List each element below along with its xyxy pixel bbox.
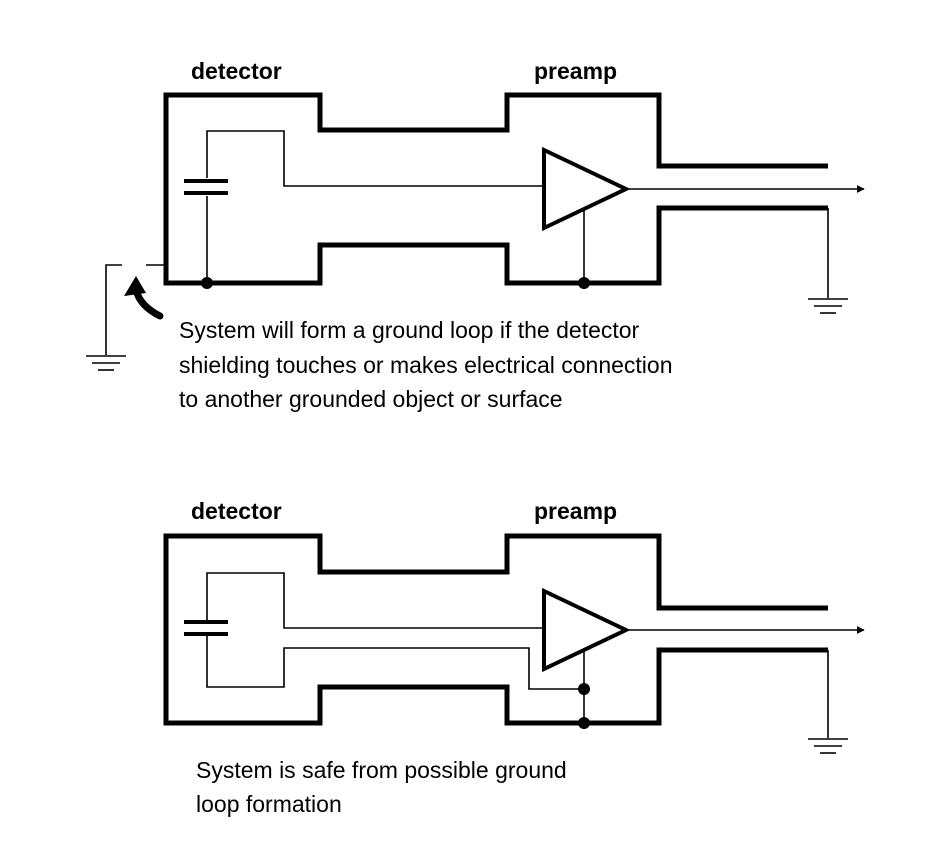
top-caption-line-1: System will form a ground loop if the de… — [179, 317, 640, 343]
top-left-ground-wire — [105, 264, 122, 355]
top-caption-line-2: shielding touches or makes electrical co… — [179, 352, 673, 378]
bottom-detector-label: detector — [191, 498, 282, 524]
top-amplifier-icon — [542, 146, 631, 232]
bottom-circuit: detector preamp System is safe from poss… — [163, 498, 865, 817]
bottom-caption-line-2: loop formation — [196, 791, 342, 817]
top-right-ground-icon — [808, 298, 848, 314]
bottom-right-ground-icon — [808, 738, 848, 754]
top-detector-junction — [201, 277, 213, 289]
top-caption: System will form a ground loop if the de… — [179, 317, 679, 412]
top-circuit: detector preamp — [86, 58, 865, 412]
top-preamp-junction — [578, 277, 590, 289]
curved-arrow-icon — [124, 276, 164, 320]
bottom-shield-junction — [578, 717, 590, 729]
top-caption-line-3: to another grounded object or surface — [179, 386, 563, 412]
bottom-amplifier-icon — [542, 587, 631, 673]
bottom-caption: System is safe from possible ground loop… — [196, 757, 573, 817]
bottom-detector-signal-wire — [206, 572, 544, 629]
top-preamp-label: preamp — [534, 58, 617, 84]
top-detector-label: detector — [191, 58, 282, 84]
top-detector-wire — [206, 130, 544, 187]
bottom-detector-return-wire — [206, 636, 584, 690]
bottom-preamp-label: preamp — [534, 498, 617, 524]
bottom-caption-line-1: System is safe from possible ground — [196, 757, 567, 783]
top-left-ground-icon — [86, 355, 126, 371]
bottom-return-junction — [578, 683, 590, 695]
